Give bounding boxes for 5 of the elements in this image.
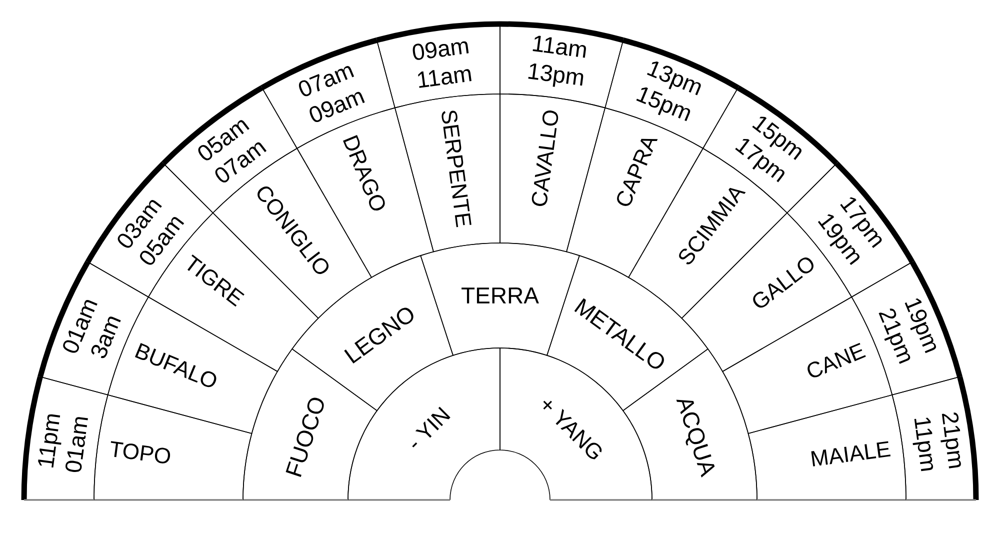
animal-segment: MAIALE <box>748 394 906 501</box>
time-segment: 11am 13pm <box>500 21 624 108</box>
animal-segment: TOPO <box>94 394 252 501</box>
time-segment: 09am 11am <box>376 21 500 108</box>
time-segment: 11pm 01am <box>21 376 108 501</box>
